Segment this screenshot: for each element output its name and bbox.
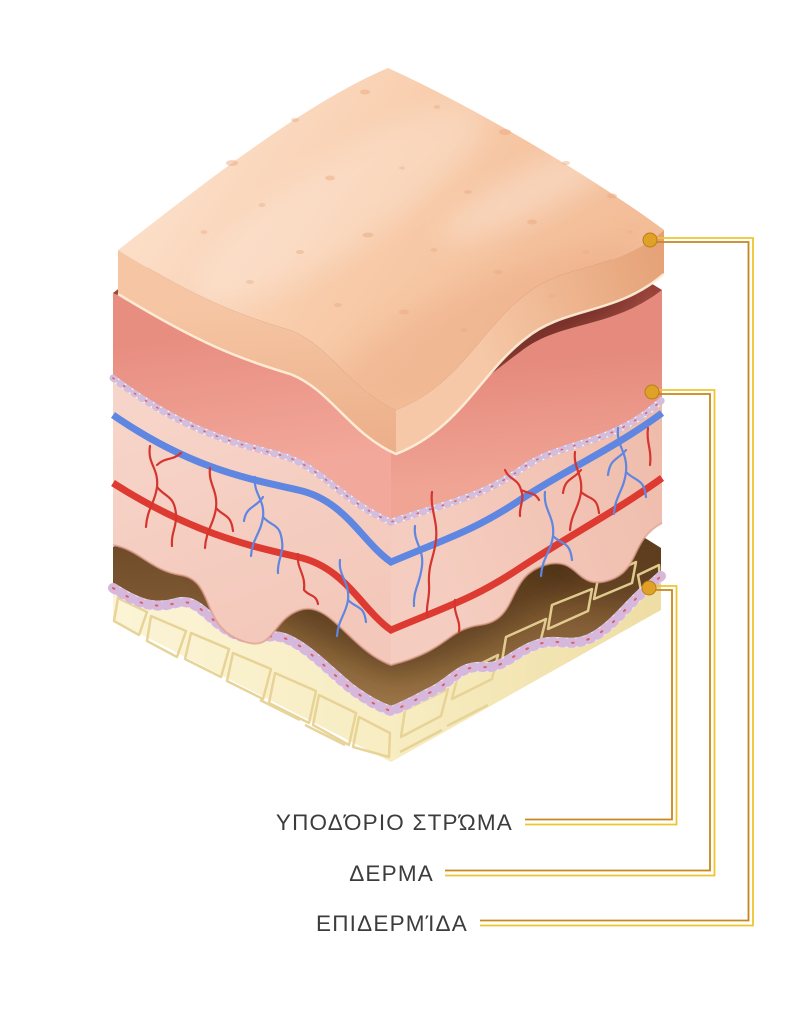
epidermis-right-face: [396, 230, 664, 454]
leader-dot-dermis: [644, 384, 660, 400]
leader-line-hypodermis: [525, 580, 678, 826]
capillaries-red: [144, 426, 652, 634]
label-dermis: ΔΕΡΜΑ: [349, 861, 434, 886]
leader-lines: [445, 232, 754, 927]
label-hypodermis: ΥΠΟΔΌΡΙΟ ΣΤΡΏΜΑ: [276, 810, 513, 835]
epidermis-bottom-rim: [117, 273, 665, 456]
leader-dot-epidermis: [642, 232, 658, 248]
epidermis-left-face: [118, 250, 396, 454]
basement-membrane: [109, 374, 666, 526]
labels: ΥΠΟΔΌΡΙΟ ΣΤΡΏΜΑ ΔΕΡΜΑ ΕΠΙΔΕΡΜΊΔΑ: [276, 810, 513, 936]
capillaries-blue: [242, 426, 648, 638]
epidermis-pores: [200, 89, 633, 332]
fat-lobules: [112, 560, 662, 759]
leader-line-dermis: [445, 384, 716, 877]
label-epidermis: ΕΠΙΔΕΡΜΊΔΑ: [316, 911, 468, 936]
blood-vessel-blue: [111, 410, 665, 566]
leader-dot-hypodermis: [641, 580, 657, 596]
leader-line-epidermis: [480, 232, 754, 927]
dermis-band-left: [113, 293, 391, 522]
dermis-band-right: [391, 290, 662, 522]
dermis-bottom-rim: [112, 522, 663, 667]
